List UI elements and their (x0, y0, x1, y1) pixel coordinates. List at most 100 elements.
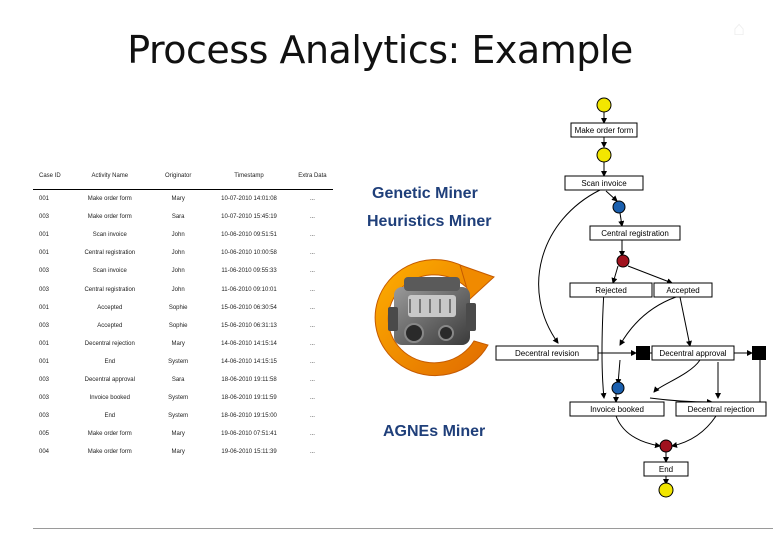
table-cell: Make order form (87, 196, 132, 203)
transition-make-order-form: Make order form (570, 122, 638, 138)
start-place (596, 97, 612, 113)
table-cell: 003 (39, 286, 50, 293)
event-log-table: Case ID Activity Name Originator Timesta… (33, 163, 333, 461)
table-cell: Make order form (87, 431, 132, 438)
svg-text:Decentral revision: Decentral revision (515, 349, 579, 358)
table-cell: Invoice booked (89, 395, 130, 402)
table-cell: ... (309, 449, 315, 456)
silent-transition-1 (636, 346, 650, 360)
table-cell: ... (309, 322, 315, 329)
table-cell: ... (309, 413, 315, 420)
table-cell: 001 (39, 196, 50, 203)
table-cell: ... (309, 196, 315, 203)
transition-decentral-rejection: Decentral rejection (675, 401, 767, 417)
table-row: 001 Decentral rejection Mary 14-06-2010 14:… (33, 335, 333, 353)
table-cell: Scan invoice (92, 232, 127, 239)
table-cell: 15-06-2010 06:30:54 (221, 304, 277, 311)
svg-text:Accepted: Accepted (666, 286, 699, 295)
table-cell: System (168, 395, 189, 402)
table-cell: Sophie (168, 322, 188, 329)
table-cell: ... (309, 340, 315, 347)
table-cell: Sophie (168, 304, 188, 311)
table-cell: ... (309, 286, 315, 293)
transition-accepted: Accepted (653, 282, 713, 298)
table-row: 001 Central registration John 10-06-2010 10… (33, 244, 333, 262)
table-cell: Sara (171, 214, 185, 221)
svg-text:Decentral approval: Decentral approval (659, 349, 726, 358)
table-cell: Decentral rejection (84, 340, 135, 347)
silent-transition-2 (752, 346, 766, 360)
table-cell: Scan invoice (92, 268, 127, 275)
svg-text:Central registration: Central registration (601, 229, 669, 238)
table-cell: 001 (39, 358, 50, 365)
table-cell: John (171, 250, 185, 257)
header-activity-name: Activity Name (69, 163, 151, 190)
table-cell: 10-07-2010 14:01:08 (221, 196, 277, 203)
transition-decentral-revision: Decentral revision (495, 345, 599, 361)
place-after-scan (612, 200, 626, 214)
table-cell: 004 (39, 449, 50, 456)
transition-end: End (643, 461, 689, 477)
table-cell: ... (309, 376, 315, 383)
svg-text:Scan invoice: Scan invoice (581, 179, 627, 188)
table-cell: 15-06-2010 06:31:13 (221, 322, 277, 329)
end-place (658, 482, 674, 498)
engine-icon (388, 277, 476, 345)
transition-central-registration: Central registration (589, 225, 681, 241)
table-cell: 18-06-2010 19:11:58 (221, 376, 277, 383)
table-cell: Make order form (87, 214, 132, 221)
table-cell: 10-06-2010 10:00:58 (221, 250, 277, 257)
table-cell: 10-06-2010 09:51:51 (221, 232, 277, 239)
agnes-miner-label: AGNEs Miner (383, 423, 486, 440)
table-cell: Mary (171, 340, 185, 347)
table-cell: 14-06-2010 14:15:15 (221, 358, 277, 365)
page-title: Process Analytics: Example (127, 28, 633, 72)
table-cell: 18-06-2010 19:11:59 (221, 395, 277, 402)
table-cell: 14-06-2010 14:15:14 (221, 340, 277, 347)
table-cell: 005 (39, 431, 50, 438)
table-cell: Sara (171, 376, 185, 383)
table-cell: 001 (39, 250, 50, 257)
table-cell: End (104, 413, 116, 420)
table-cell: John (171, 286, 185, 293)
process-mining-engine-icon (374, 259, 495, 377)
table-cell: ... (309, 250, 315, 257)
table-cell: 001 (39, 304, 50, 311)
table-cell: 11-06-2010 09:10:01 (221, 286, 277, 293)
table-cell: 003 (39, 322, 50, 329)
header-case-id: Case ID (33, 163, 70, 190)
table-cell: John (171, 268, 185, 275)
svg-text:End: End (659, 465, 673, 474)
table-row: 001 Make order form Mary 10-07-2010 14:01:0… (33, 190, 333, 209)
table-cell: Mary (171, 196, 185, 203)
table-cell: Mary (171, 449, 185, 456)
table-cell: 11-06-2010 09:55:33 (221, 268, 277, 275)
table-cell: 18-06-2010 19:15:00 (221, 413, 277, 420)
table-cell: 003 (39, 214, 50, 221)
svg-text:Make order form: Make order form (575, 126, 634, 135)
table-cell: ... (309, 232, 315, 239)
place-before-end (659, 439, 673, 453)
table-cell: Accepted (97, 304, 123, 311)
table-cell: System (168, 358, 189, 365)
table-cell: Central registration (84, 250, 136, 257)
table-cell: ... (309, 214, 315, 221)
table-cell: 003 (39, 376, 50, 383)
header-originator: Originator (150, 163, 207, 190)
table-cell: 001 (39, 340, 50, 347)
place-after-make-order (596, 147, 612, 163)
transition-invoice-booked: Invoice booked (569, 401, 665, 417)
svg-text:Decentral rejection: Decentral rejection (688, 405, 755, 414)
table-cell: Mary (171, 431, 185, 438)
